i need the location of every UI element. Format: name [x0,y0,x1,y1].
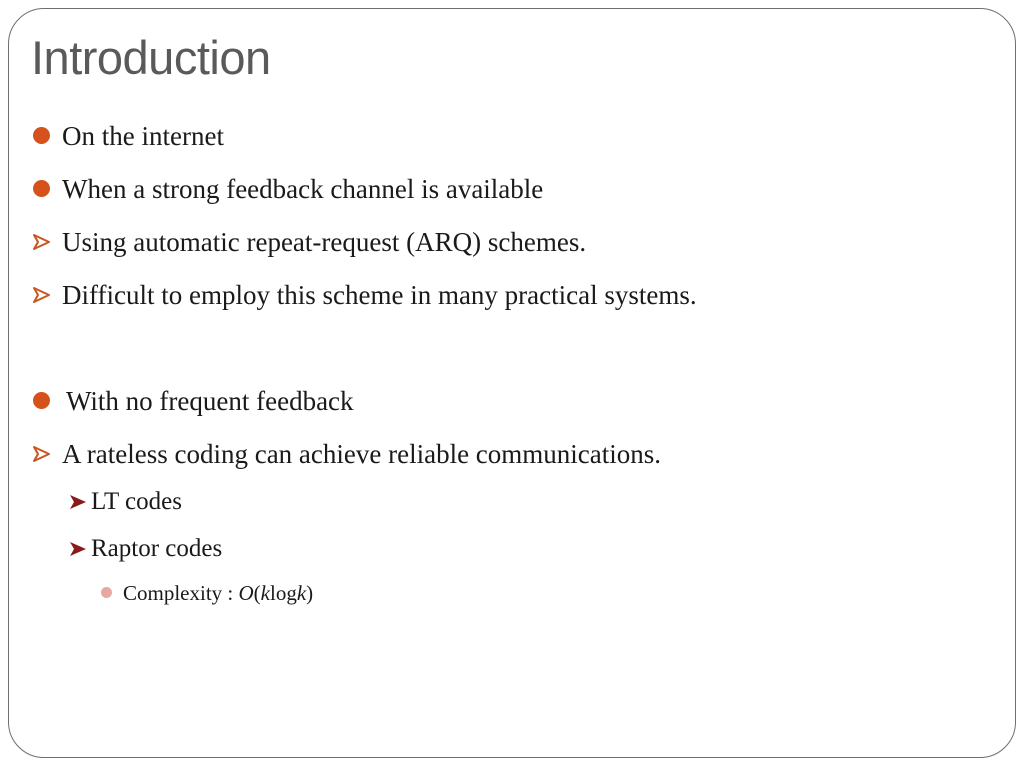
circle-bullet-icon [33,127,50,144]
bullet-item-lt-codes: LT codes [91,488,182,515]
circle-bullet-icon [33,180,50,197]
arrow-bullet-icon [69,494,87,510]
complexity-k2: k [296,581,307,605]
bullet-item-rateless-coding: A rateless coding can achieve reliable c… [62,439,662,469]
complexity-label: Complexity : [123,581,239,605]
arrow-bullet-icon [32,233,52,251]
slide-frame [8,8,1016,758]
arrow-bullet-icon [32,445,52,463]
complexity-log: log [270,581,297,605]
complexity-paren-open: ( [253,581,261,605]
complexity-k1: k [260,581,270,605]
bullet-item-raptor-codes: Raptor codes [91,535,223,562]
bullet-item-strong-feedback: When a strong feedback channel is availa… [62,174,544,204]
bullet-item-no-frequent-feedback: With no frequent feedback [66,386,354,416]
slide-title: Introduction [31,31,271,84]
arrow-bullet-icon [69,541,87,557]
arrow-bullet-icon [32,286,52,304]
circle-bullet-icon [33,392,50,409]
bullet-item-arq: Using automatic repeat-request (ARQ) sch… [62,227,587,257]
bullet-item-difficult: Difficult to employ this scheme in many … [62,280,697,310]
complexity-paren-close: ) [306,581,314,605]
circle-bullet-icon [101,587,112,598]
bullet-item-on-the-internet: On the internet [62,121,224,151]
bullet-item-complexity: Complexity : O(klogk) [123,579,313,607]
complexity-big-o: O [238,581,254,605]
